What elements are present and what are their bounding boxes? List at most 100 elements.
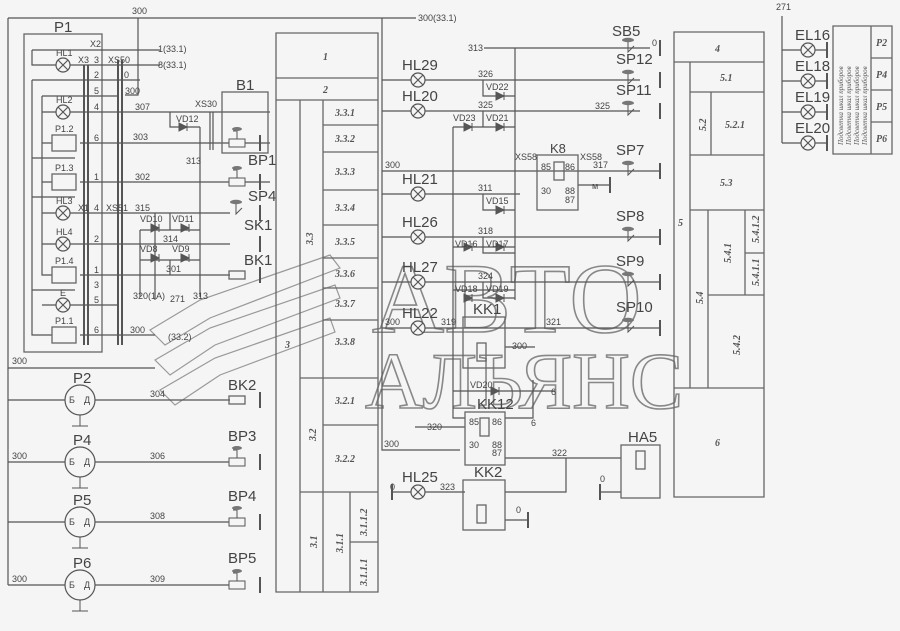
diagram-label: 30	[541, 186, 551, 196]
relay-k8	[536, 154, 579, 211]
diagram-label: 300	[512, 341, 527, 351]
switch-icon	[621, 160, 635, 176]
diagram-label: 1(33.1)	[158, 44, 187, 54]
sensor-icon	[228, 126, 246, 148]
diagram-label: 87	[565, 195, 575, 205]
diagram-label: X2	[90, 39, 101, 49]
diagram-label: 6	[531, 418, 536, 428]
component-icon	[228, 505, 246, 527]
diagram-label: 6	[94, 325, 99, 335]
diagram-label: 315	[135, 203, 150, 213]
diagram-label: P4	[73, 432, 91, 449]
diagram-label: VD21	[486, 113, 509, 123]
switch-icon	[229, 199, 243, 215]
diagram-label: 6	[715, 438, 720, 449]
diagram-label: 3	[94, 280, 99, 290]
diagram-label: 3.1	[309, 536, 320, 550]
diagram-label: Подсветка шкал приборов	[837, 66, 845, 146]
diagram-label: 4	[714, 44, 720, 55]
diagram-label: SP8	[616, 208, 644, 225]
diagram-label: SP10	[616, 299, 653, 316]
diagram-label: VD19	[486, 284, 509, 294]
diagram-label: 300	[385, 160, 400, 170]
wire-label: 300	[132, 6, 147, 16]
diagram-label: EL18	[795, 58, 830, 75]
gauge-icon	[64, 569, 96, 612]
diagram-label: 325	[595, 101, 610, 111]
legend-table: Подсветка шкал приборов Подсветка шкал п…	[832, 25, 893, 155]
diagram-label: P6	[876, 134, 887, 145]
diagram-label: HL4	[56, 227, 73, 237]
diagram-label: BP3	[228, 428, 256, 445]
diagram-label: VD23	[453, 113, 476, 123]
diagram-label: 1	[94, 265, 99, 275]
diagram-label: 2	[322, 85, 328, 96]
diagram-label: Д	[84, 517, 90, 527]
diagram-label: Б	[69, 580, 75, 590]
diagram-label: K8	[550, 141, 566, 156]
diagram-label: 5	[94, 295, 99, 305]
diagram-label: P1.2	[55, 124, 74, 134]
diagram-label: 3.3	[305, 233, 316, 247]
diagram-label: Б	[69, 517, 75, 527]
diagram-label: 308	[150, 511, 165, 521]
diagram-label: 4	[94, 203, 99, 213]
diagram-label: KK2	[474, 464, 502, 481]
diagram-label: HL21	[402, 171, 438, 188]
lamp-icon	[410, 274, 426, 290]
diagram-label: 1	[94, 172, 99, 182]
diagram-label: 5.3	[720, 178, 733, 189]
diagram-label: 3.1.1.1	[359, 559, 370, 588]
diagram-label: P5	[73, 492, 91, 509]
diagram-label: Подсветка шкал приборов	[853, 66, 861, 146]
diagram-label: 3.3.7	[334, 299, 356, 310]
diagram-label: SP7	[616, 142, 644, 159]
diagram-label: 323	[440, 482, 455, 492]
diagram-label: P2	[876, 38, 887, 49]
diagram-label: SB5	[612, 23, 640, 40]
diagram-label: 3.3.6	[334, 269, 355, 280]
diode-icon	[495, 91, 505, 101]
diagram-label: 307	[135, 102, 150, 112]
diagram-label: BP5	[228, 550, 256, 567]
diagram-label: 0	[124, 70, 129, 80]
diagram-label: 300	[12, 451, 27, 461]
diagram-label: X3	[78, 55, 89, 65]
relay-kk1	[462, 316, 506, 369]
diagram-label: 85	[541, 162, 551, 172]
diagram-label: Подсветка шкал приборов	[845, 66, 853, 146]
gauge-icon	[64, 446, 96, 489]
diagram-label: 3.3.4	[334, 203, 355, 214]
diagram-label: 304	[150, 389, 165, 399]
diagram-label: 319	[441, 317, 456, 327]
diagram-label: 271	[776, 2, 791, 12]
diagram-label: BK1	[244, 252, 272, 269]
diagram-label: 87	[492, 448, 502, 458]
lamp-icon	[55, 104, 71, 120]
gauge-icon	[64, 384, 96, 427]
sensor-group-upper: B1 XS30 VD12 307 303 302 313 315 314 301…	[130, 77, 276, 342]
diagram-label: X1	[78, 203, 89, 213]
diagram-label: 0	[516, 505, 521, 515]
lamp-icon	[55, 236, 71, 252]
diagram-label: 306	[150, 451, 165, 461]
diagram-label: 300	[384, 439, 399, 449]
diagram-label: 8(33.1)	[158, 60, 187, 70]
diagram-label: 5.4.1	[723, 243, 734, 263]
diagram-label: 5	[94, 86, 99, 96]
diagram-label: EL19	[795, 89, 830, 106]
diagram-label: KK12	[477, 396, 514, 413]
block-5-table: 4 5 5.1 5.2 5.2.1 5.3 5.4 5.4.1 5.4.1.2 …	[673, 31, 765, 498]
diagram-label: 3.2.2	[334, 454, 355, 465]
diagram-label: 313	[468, 43, 483, 53]
lamp-icon	[55, 57, 71, 73]
lamp-icon	[410, 229, 426, 245]
diagram-label: SP9	[616, 253, 644, 270]
diagram-label: P6	[73, 555, 91, 572]
diagram-label: VD8	[140, 244, 158, 254]
diagram-label: м	[592, 181, 598, 191]
diagram-label: 2	[94, 70, 99, 80]
diagram-label: 5	[678, 218, 683, 229]
diagram-label: B1	[236, 77, 254, 94]
lamp-icon	[410, 320, 426, 336]
